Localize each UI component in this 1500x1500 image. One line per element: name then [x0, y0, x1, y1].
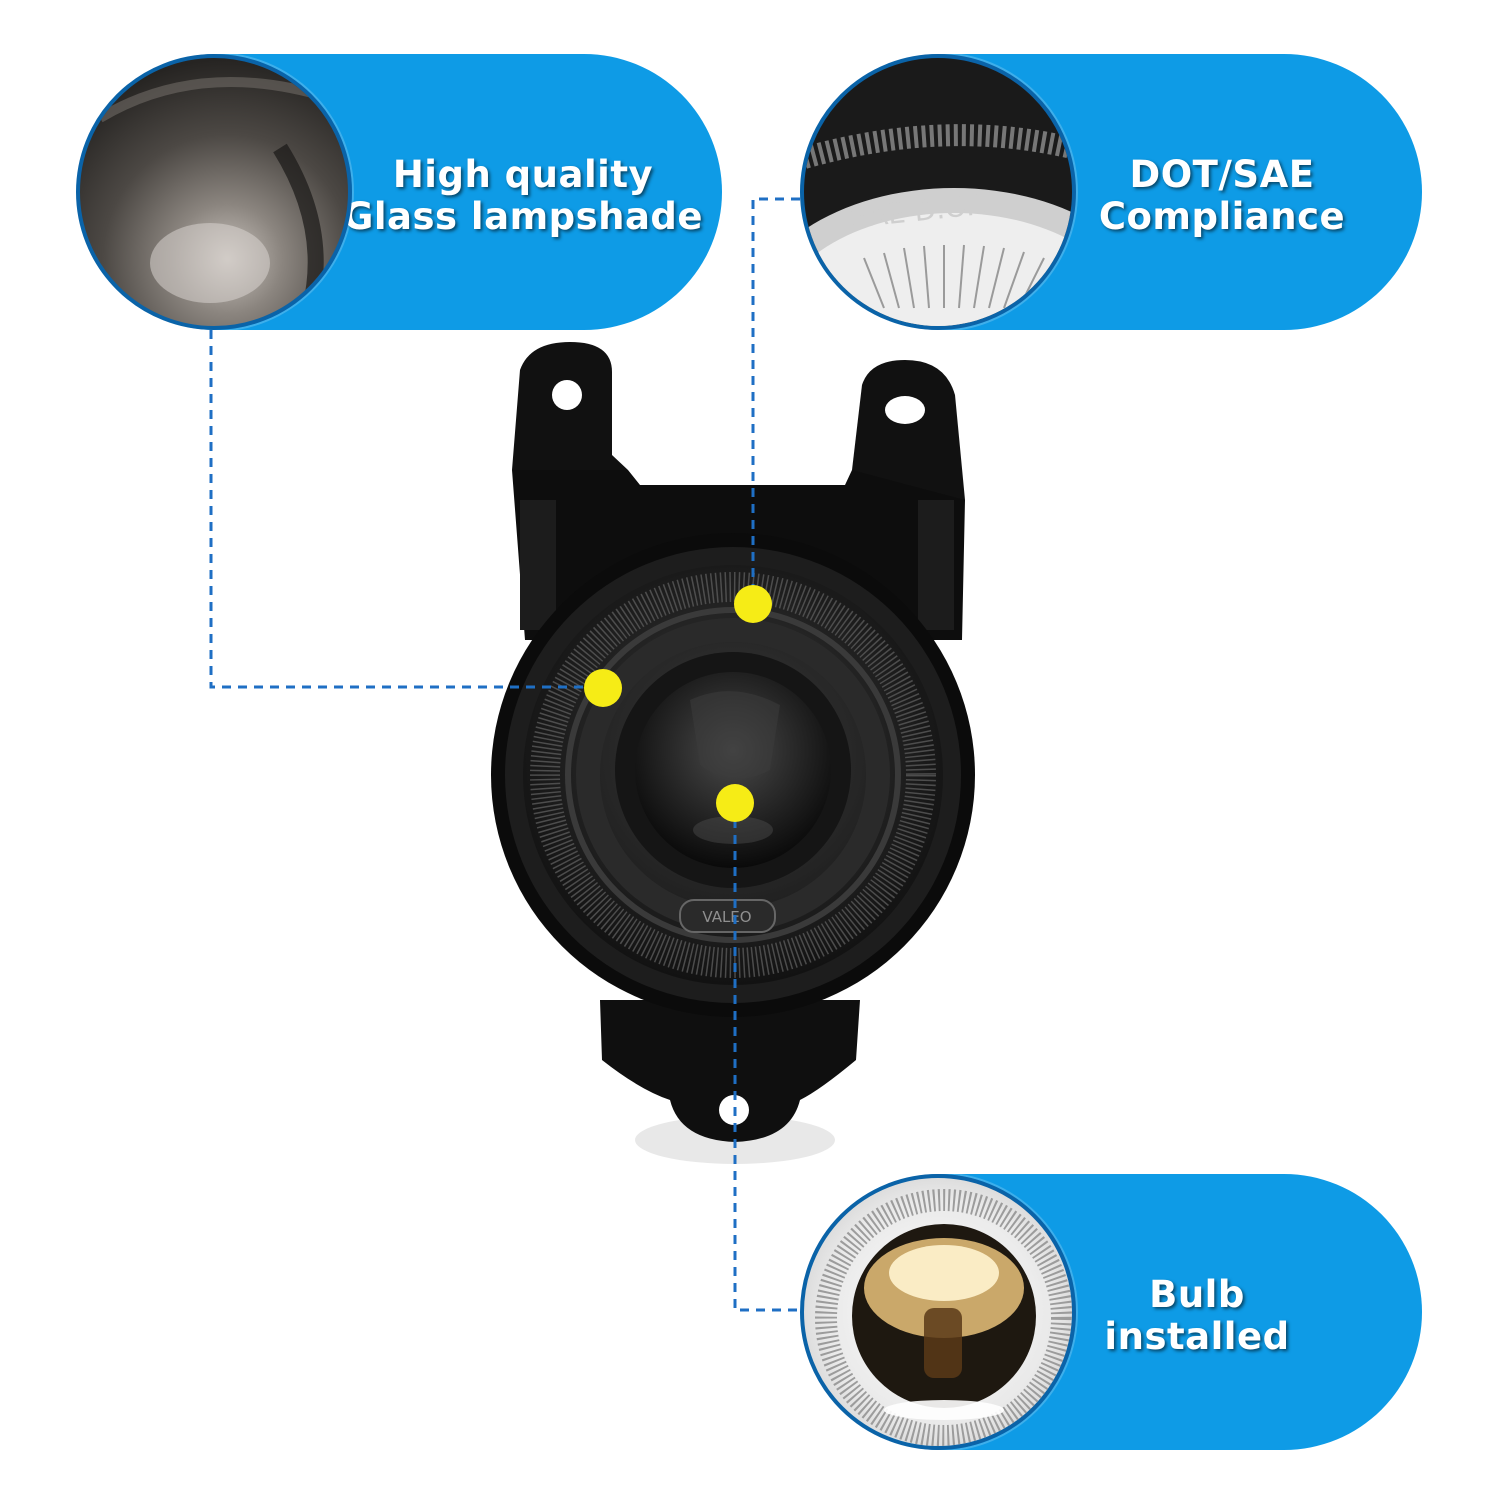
glass-callout-text: High quality Glass lampshade — [333, 154, 713, 238]
glass-callout-line1: High quality — [392, 153, 654, 196]
glass-marker-dot — [584, 669, 622, 707]
glass-lampshade-closeup — [76, 54, 352, 330]
glass-connector-line — [209, 330, 600, 689]
dot-sae-closeup: SAE D.O.T — [800, 54, 1076, 330]
dot-callout-text: DOT/SAE Compliance — [1062, 154, 1382, 238]
bulb-callout-text: Bulb installed — [1062, 1274, 1332, 1358]
bulb-installed-closeup — [800, 1174, 1076, 1450]
connector-lines — [209, 197, 800, 1312]
bulb-callout-line2: installed — [1104, 1315, 1290, 1358]
fog-light-icon: VALEO — [491, 342, 975, 1164]
bulb-installed-closeup-art — [815, 1189, 1072, 1446]
glass-callout-line2: Glass lampshade — [342, 195, 704, 238]
bulb-callout-line1: Bulb — [1149, 1273, 1245, 1316]
dot-callout-line2: Compliance — [1098, 195, 1346, 238]
dot-callout-line1: DOT/SAE — [1129, 153, 1315, 196]
dot-marker-dot — [734, 585, 772, 623]
dot-sae-closeup-art: SAE D.O.T — [804, 124, 1072, 326]
bulb-connector-line — [733, 803, 800, 1312]
lens-label-text: VALEO — [702, 908, 751, 926]
bulb-marker-dot — [716, 784, 754, 822]
